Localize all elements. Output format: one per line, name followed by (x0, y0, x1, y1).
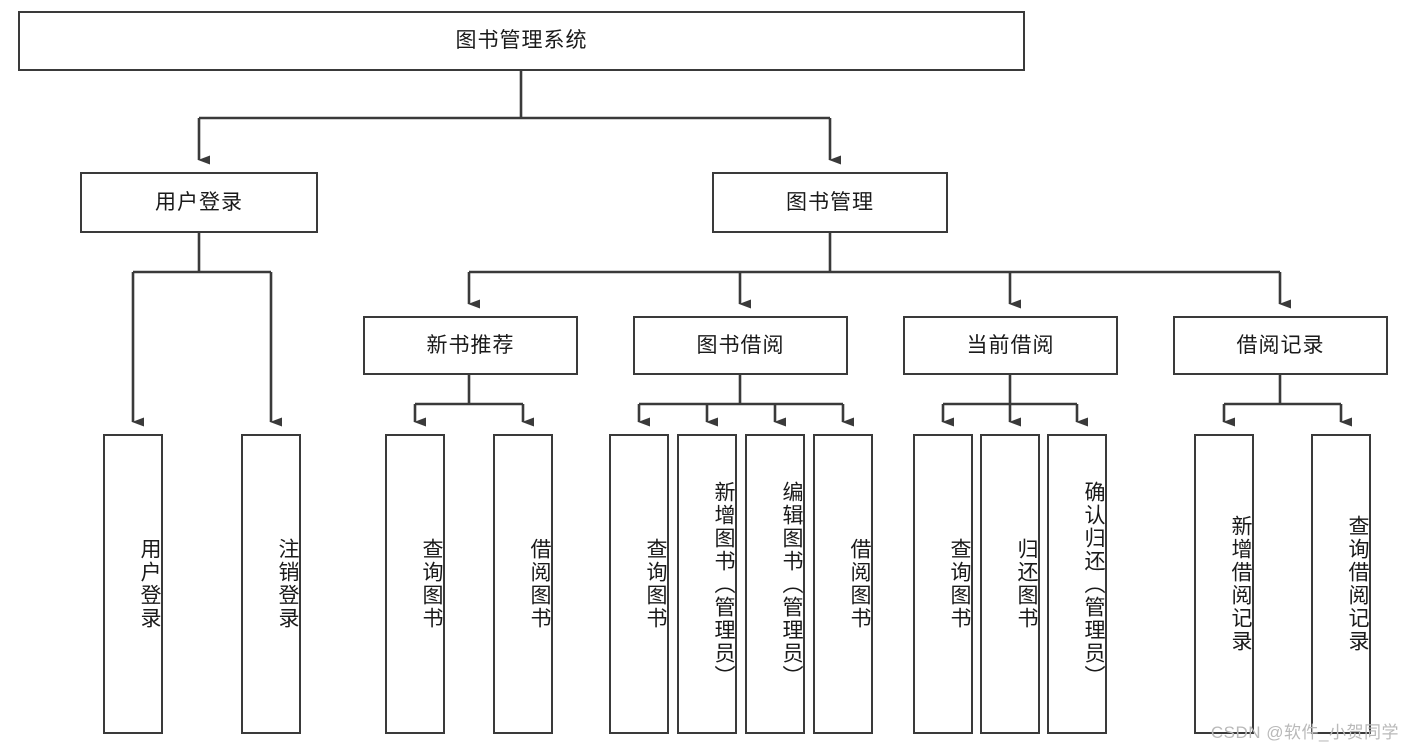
node-label: 图书借阅 (696, 333, 785, 357)
node-label: 借阅图书 (528, 538, 551, 630)
node-new-book-recommend[interactable]: 新书推荐 (363, 316, 578, 375)
node-label: 当前借阅 (966, 333, 1055, 357)
node-book-management[interactable]: 图书管理 (712, 172, 948, 233)
leaf-borrow-record-add[interactable]: 新增借阅记录 (1194, 434, 1254, 734)
node-label: 图书管理系统 (455, 29, 588, 53)
leaf-user-login-login[interactable]: 用户登录 (103, 434, 163, 734)
leaf-current-borrow-confirm-return[interactable]: 确认归还（管理员） (1047, 434, 1107, 734)
node-root-system[interactable]: 图书管理系统 (18, 11, 1025, 71)
leaf-new-book-borrow[interactable]: 借阅图书 (493, 434, 553, 734)
node-book-borrow[interactable]: 图书借阅 (633, 316, 848, 375)
node-label: 查询图书 (948, 538, 971, 630)
node-label: 借阅图书 (848, 538, 871, 630)
node-label: 新书推荐 (426, 333, 515, 357)
node-label: 查询图书 (420, 538, 443, 630)
watermark-text: CSDN @软件_小贺同学 (1210, 723, 1399, 742)
node-label: 新增图书（管理员） (712, 480, 735, 688)
node-label: 注销登录 (276, 538, 299, 630)
leaf-book-borrow-query[interactable]: 查询图书 (609, 434, 669, 734)
node-label: 查询图书 (644, 538, 667, 630)
node-borrow-record[interactable]: 借阅记录 (1173, 316, 1388, 375)
node-label: 新增借阅记录 (1229, 515, 1252, 653)
node-label: 用户登录 (138, 538, 161, 630)
leaf-user-login-logout[interactable]: 注销登录 (241, 434, 301, 734)
node-label: 编辑图书（管理员） (780, 480, 803, 688)
leaf-book-borrow-add[interactable]: 新增图书（管理员） (677, 434, 737, 734)
node-label: 用户登录 (155, 190, 243, 214)
leaf-book-borrow-borrow[interactable]: 借阅图书 (813, 434, 873, 734)
node-label: 查询借阅记录 (1346, 515, 1369, 653)
node-current-borrow[interactable]: 当前借阅 (903, 316, 1118, 375)
node-label: 确认归还（管理员） (1082, 480, 1105, 688)
leaf-current-borrow-return[interactable]: 归还图书 (980, 434, 1040, 734)
leaf-book-borrow-edit[interactable]: 编辑图书（管理员） (745, 434, 805, 734)
leaf-borrow-record-query[interactable]: 查询借阅记录 (1311, 434, 1371, 734)
leaf-new-book-query[interactable]: 查询图书 (385, 434, 445, 734)
leaf-current-borrow-query[interactable]: 查询图书 (913, 434, 973, 734)
node-user-login[interactable]: 用户登录 (80, 172, 318, 233)
node-label: 归还图书 (1015, 538, 1038, 630)
node-label: 借阅记录 (1236, 333, 1325, 357)
node-label: 图书管理 (786, 190, 874, 214)
